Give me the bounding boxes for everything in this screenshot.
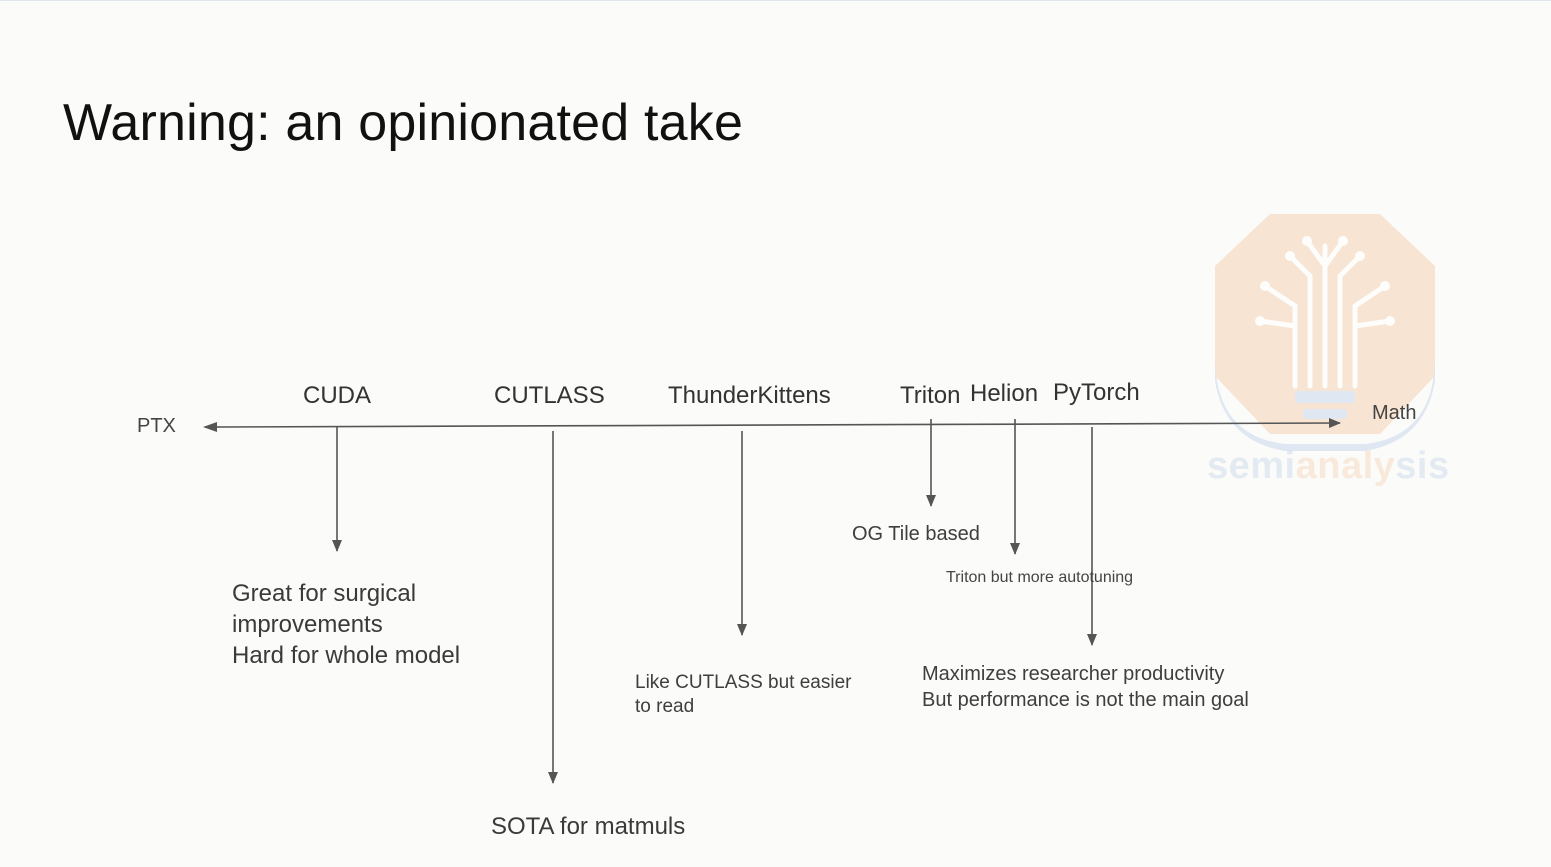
note-pytorch: Maximizes researcher productivity But pe… bbox=[922, 663, 1249, 711]
note-thunderkittens: Like CUTLASS but easier to read bbox=[635, 672, 852, 717]
tool-label-helion: Helion bbox=[970, 380, 1039, 407]
main-axis bbox=[205, 418, 1341, 429]
tool-label-pytorch: PyTorch bbox=[1053, 379, 1140, 406]
slide-title: Warning: an opinionated take bbox=[63, 94, 744, 152]
tool-label-cuda: CUDA bbox=[303, 382, 372, 409]
tool-label-thunderkittens: ThunderKittens bbox=[668, 382, 831, 409]
tool-arrows bbox=[332, 419, 1097, 784]
semianalysis-logo-watermark bbox=[1215, 214, 1435, 451]
axis-right-label: Math bbox=[1372, 402, 1417, 424]
semianalysis-watermark-text: semianalysis bbox=[1207, 445, 1450, 487]
tool-label-cutlass: CUTLASS bbox=[494, 382, 605, 409]
note-triton: OG Tile based bbox=[852, 523, 980, 545]
note-cutlass: SOTA for matmuls bbox=[491, 813, 686, 840]
note-helion: Triton but more autotuning bbox=[946, 569, 1134, 586]
tool-label-triton: Triton bbox=[900, 382, 961, 409]
axis-left-arrowhead bbox=[203, 422, 217, 432]
axis-left-label: PTX bbox=[137, 415, 176, 437]
note-cuda: Great for surgical improvements Hard for… bbox=[232, 580, 461, 669]
